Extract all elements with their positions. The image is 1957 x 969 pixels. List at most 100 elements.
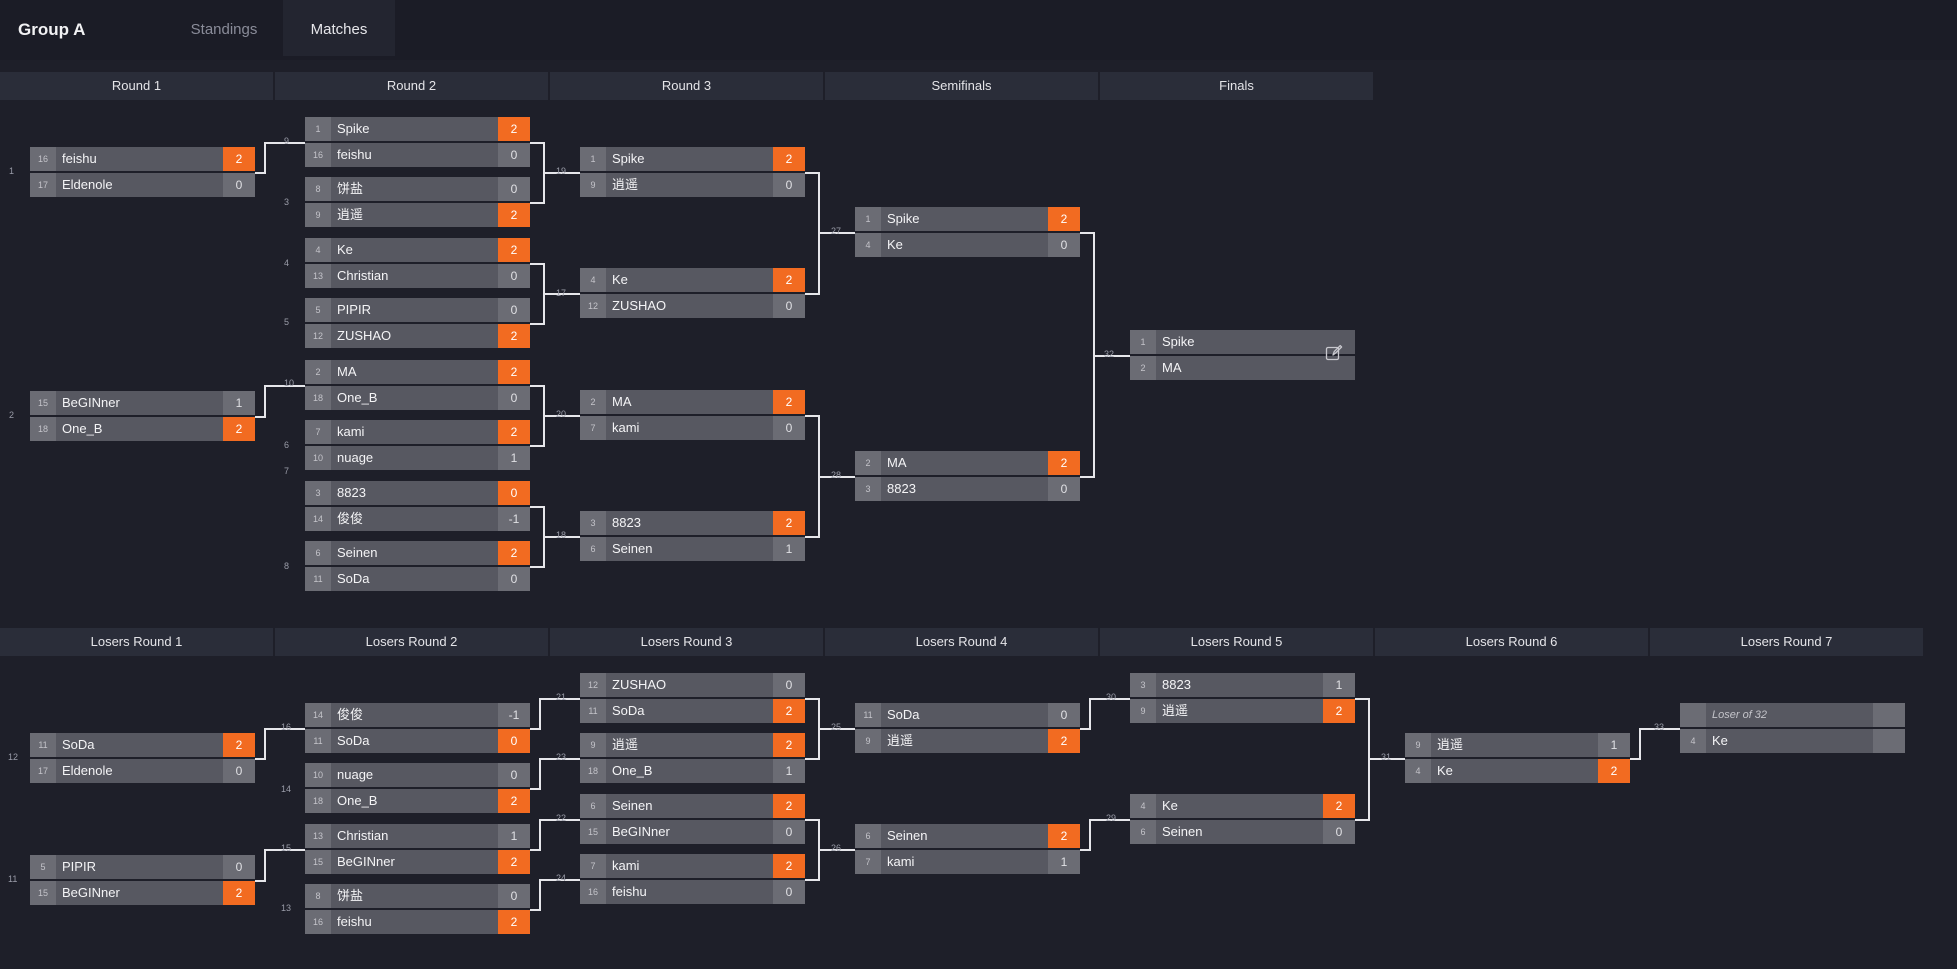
edit-icon[interactable]	[1325, 344, 1343, 362]
tab-matches[interactable]: Matches	[283, 0, 395, 56]
tab-standings[interactable]: Standings	[190, 21, 258, 38]
team-row[interactable]: Loser of 32	[1680, 703, 1905, 727]
